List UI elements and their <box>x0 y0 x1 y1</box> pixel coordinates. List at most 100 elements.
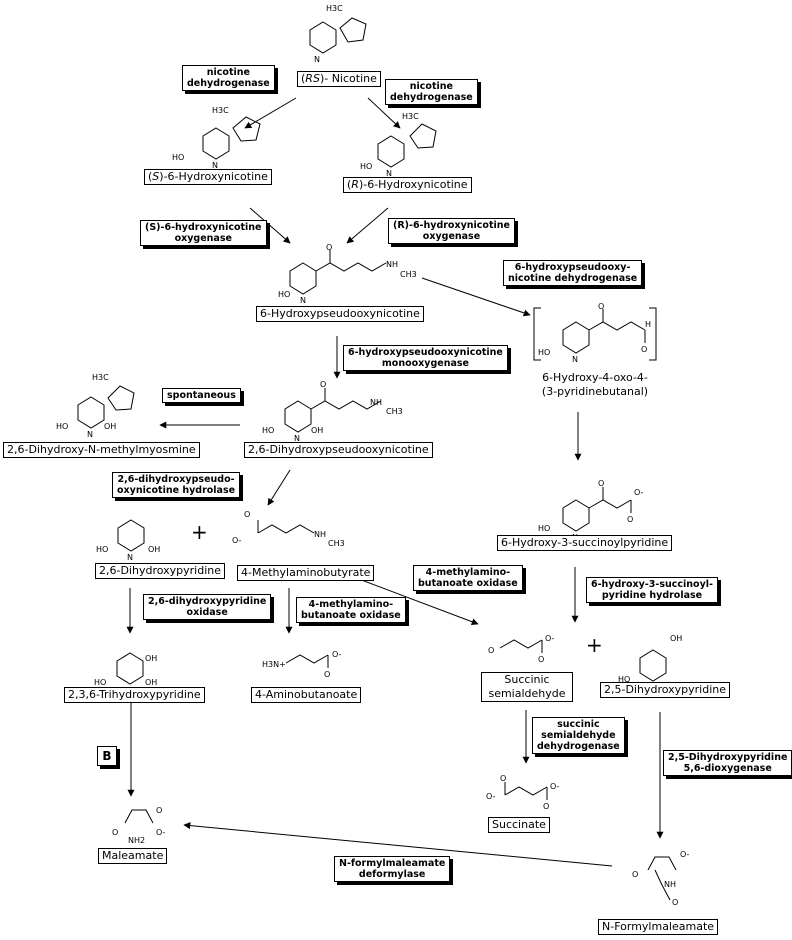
compound-aminobutanoate: 4-Aminobutanoate <box>251 687 362 703</box>
butanal-structure <box>562 321 590 354</box>
atom-ominus-aminobutanoate: O- <box>332 650 342 659</box>
compound-dihydroxypseudooxynicotine: 2,6-Dihydroxypseudooxynicotine <box>244 442 433 458</box>
atom-n-26dhp: N <box>127 553 133 562</box>
atom-nh-pseudo: NH <box>386 260 398 269</box>
atom-ho-26dhp: HO <box>96 545 109 554</box>
atom-nh-mab: NH <box>314 530 326 539</box>
compound-succinate: Succinate <box>488 817 550 833</box>
atom-o2-ssa: O <box>538 655 545 664</box>
atom-h3c-myosmine: H3C <box>92 373 109 382</box>
atom-ominus2-succinate: O- <box>550 782 560 791</box>
atom-n-r: N <box>386 169 392 178</box>
compound-dihydroxy-methylmyosmine: 2,6-Dihydroxy-N-methylmyosmine <box>3 442 200 458</box>
mab-structure <box>257 524 315 534</box>
arrow-r-to-pseudo <box>346 207 389 244</box>
compound-26-dihydroxypyridine: 2,6-Dihydroxypyridine <box>95 563 225 579</box>
ssa-structure <box>499 639 543 649</box>
atom-ho-succinoyl: HO <box>538 524 551 533</box>
atom-o-dhpseudo: O <box>320 380 327 389</box>
atom-ho-thp: HO <box>94 678 107 687</box>
arrow-nicotine-to-r <box>367 97 401 129</box>
compound-r-hydroxynicotine: (R)-6-Hydroxynicotine <box>343 177 472 193</box>
atom-o-formyl: O <box>632 870 639 879</box>
s-hydroxynicotine-structure <box>202 127 230 160</box>
atom-nh-dhpseudo: NH <box>370 398 382 407</box>
atom-o-maleamate: O <box>112 828 119 837</box>
compound-s-hydroxynicotine: (S)-6-Hydroxynicotine <box>144 169 272 185</box>
atom-ho-dhpseudo: HO <box>262 426 275 435</box>
compound-maleamate: Maleamate <box>98 848 168 864</box>
atom-n-dhpseudo: N <box>294 434 300 443</box>
atom-ominus-maleamate: O- <box>156 828 166 837</box>
atom-o-aminobutanoate: O <box>324 670 331 679</box>
thp-structure <box>116 652 144 685</box>
atom-o2-succinoyl: O <box>627 515 634 524</box>
atom-ho-s: HO <box>172 153 185 162</box>
26-dhp-structure <box>117 519 145 552</box>
atom-ho-pseudo: HO <box>278 290 291 299</box>
enzyme-pseudooxynicotine-dehydrogenase: 6-hydroxypseudooxy-nicotine dehydrogenas… <box>503 260 643 286</box>
atom-h3n-aminobutanoate: H3N+ <box>262 660 286 669</box>
atom-n-butanal: N <box>572 355 578 364</box>
compound-oxo-butanal: 6-Hydroxy-4-oxo-4- (3-pyridinebutanal) <box>540 371 650 399</box>
atom-ch3-mab: CH3 <box>328 539 345 548</box>
enzyme-methylaminobutanoate-oxidase-1: 4-methylamino-butanoate oxidase <box>413 565 523 591</box>
structures <box>77 17 677 901</box>
nicotine-structure <box>309 21 337 54</box>
atom-ho-25dhp: HO <box>618 675 631 684</box>
atom-oh-dhpseudo: OH <box>311 426 324 435</box>
compound-succinic-semialdehyde: Succinic semialdehyde <box>481 672 573 702</box>
bracket-right <box>649 307 657 361</box>
atom-o-pseudo: O <box>326 243 333 252</box>
atom-ho-r: HO <box>360 162 373 171</box>
pseudooxynicotine-structure <box>289 262 317 295</box>
atom-h3c-r: H3C <box>402 112 419 121</box>
succinoyl-structure <box>562 499 590 532</box>
atom-o-mab: O <box>244 510 251 519</box>
bracket-left <box>533 307 541 361</box>
enzyme-spontaneous: spontaneous <box>162 388 241 403</box>
atom-oh-26dhp: OH <box>148 545 161 554</box>
atom-o2-butanal: O <box>641 345 648 354</box>
atom-oh2-thp: OH <box>145 678 158 687</box>
ssa-line1: Succinic <box>504 673 550 686</box>
succinate-structure <box>504 786 548 796</box>
atom-oh-25dhp: OH <box>670 634 683 643</box>
atom-o-succinate: O <box>500 774 507 783</box>
r-hydroxynicotine-structure <box>377 135 405 168</box>
arrow-formyl-to-maleamate <box>183 822 613 867</box>
enzyme-methylaminobutanoate-oxidase-2: 4-methylamino-butanoate oxidase <box>296 597 406 623</box>
atom-o2-succinate: O <box>543 802 550 811</box>
myosmine-structure <box>77 396 105 429</box>
formylmaleamate-structure <box>647 856 677 871</box>
atom-ch3-dhpseudo: CH3 <box>386 407 403 416</box>
compound-nicotine: (RS)- Nicotine <box>297 71 381 87</box>
dihydroxypseudo-structure <box>284 400 312 433</box>
pathway-b-marker: B <box>97 746 117 766</box>
oxo-butanal-line1: 6-Hydroxy-4-oxo-4- <box>542 371 648 384</box>
atom-nh2-maleamate: NH2 <box>128 836 146 845</box>
atom-h3c-nicotine: H3C <box>326 4 343 13</box>
atom-ominus-mab: O- <box>232 536 242 545</box>
atom-oh1-thp: OH <box>145 654 158 663</box>
atom-n-s: N <box>212 161 218 170</box>
atom-nh-formyl: NH <box>664 880 676 889</box>
compound-25-dihydroxypyridine: 2,5-Dihydroxypyridine <box>600 682 730 698</box>
plus-sign-2: + <box>586 633 603 657</box>
atom-o-butanal: O <box>598 302 605 311</box>
atom-ominus-ssa: O- <box>545 634 555 643</box>
enzyme-dihydroxypseudooxynicotine-hydrolase: 2,6-dihydroxypseudo-oxynicotine hydrolas… <box>112 472 241 498</box>
atom-n-myosmine: N <box>87 430 93 439</box>
atom-o2-formyl: O <box>672 898 679 907</box>
compound-hydroxy-succinoylpyridine: 6-Hydroxy-3-succinoylpyridine <box>497 535 673 551</box>
arrow-mab-to-ssa <box>342 572 479 626</box>
